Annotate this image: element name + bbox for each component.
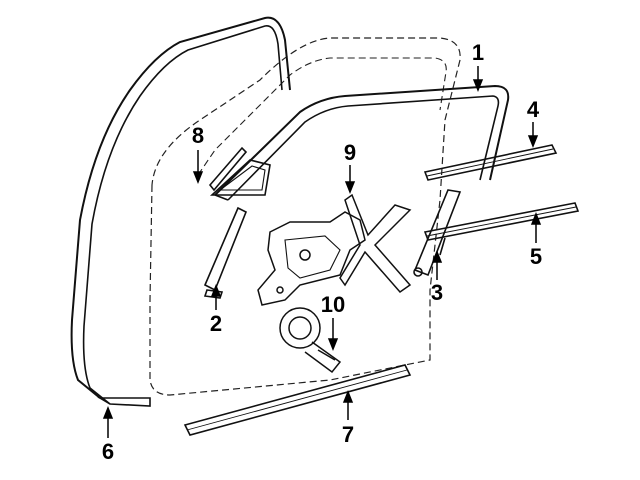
callout-6: 6 [101, 439, 115, 464]
callout-7: 7 [341, 422, 355, 447]
door-panel-outline [149, 37, 461, 396]
callout-8: 8 [191, 123, 205, 148]
callout-4: 4 [526, 97, 540, 122]
callout-9: 9 [343, 140, 357, 165]
part-10-window-motor [279, 307, 342, 374]
callout-1: 1 [471, 40, 485, 65]
callout-2: 2 [209, 311, 223, 336]
callout-5: 5 [529, 244, 543, 269]
part-3-channel-guide [413, 189, 462, 277]
part-6-weatherstrip [70, 16, 291, 407]
part-4-inner-belt-strip [423, 144, 558, 181]
callout-10: 10 [320, 292, 346, 317]
callout-3: 3 [430, 280, 444, 305]
part-1-window-frame [214, 84, 510, 201]
part-8-vent-division [208, 146, 271, 196]
part-7-lower-molding [183, 364, 412, 436]
part-2-glass-run-channel [203, 206, 248, 299]
part-5-outer-belt-strip [423, 202, 580, 241]
door-window-opening-outline [197, 57, 447, 176]
part-9-window-regulator [257, 193, 412, 306]
callout-leaders [102, 66, 542, 438]
